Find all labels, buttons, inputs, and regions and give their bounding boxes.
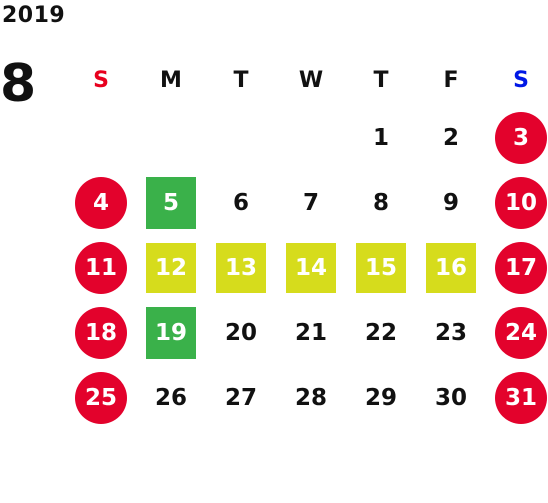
day-number[interactable]: 30 [434,384,467,411]
day-cell: 25 [66,365,136,430]
day-cell: 3 [486,105,548,170]
weekday-label-wednesday: W [298,67,324,93]
day-cell [206,105,276,170]
day-cell: 19 [136,300,206,365]
day-number[interactable]: 23 [434,319,467,346]
day-number[interactable]: 9 [442,189,459,216]
day-cell: 5 [136,170,206,235]
calendar-year: 2019 [2,3,66,28]
day-cell: 30 [416,365,486,430]
day-cell: 10 [486,170,548,235]
weekday-label-monday: M [160,67,182,93]
day-number[interactable]: 5 [146,176,196,229]
day-number[interactable]: 13 [216,242,266,293]
weekday-cell-thu: T [346,55,416,105]
day-number[interactable]: 31 [495,371,547,424]
day-number[interactable]: 6 [232,189,249,216]
day-number[interactable]: 16 [426,242,476,293]
day-cell: 8 [346,170,416,235]
day-cell: 2 [416,105,486,170]
day-cell [276,105,346,170]
day-cell: 7 [276,170,346,235]
day-number[interactable]: 27 [224,384,257,411]
day-cell: 26 [136,365,206,430]
day-cell: 28 [276,365,346,430]
day-cell: 9 [416,170,486,235]
day-number[interactable]: 24 [495,306,547,359]
day-number[interactable]: 14 [286,242,336,293]
day-cell: 15 [346,235,416,300]
day-cell: 27 [206,365,276,430]
day-cell [66,105,136,170]
day-number[interactable]: 11 [75,241,127,294]
day-cell: 29 [346,365,416,430]
day-number[interactable]: 17 [495,241,547,294]
weekday-label-friday: F [443,67,459,93]
day-number[interactable]: 2 [442,124,459,151]
weekday-cell-sun: S [66,55,136,105]
week-row: 18 19 20 21 22 23 24 [66,300,548,365]
day-number[interactable]: 8 [372,189,389,216]
day-number[interactable]: 15 [356,242,406,293]
day-number[interactable]: 1 [372,124,389,151]
day-number[interactable]: 12 [146,242,196,293]
day-cell: 11 [66,235,136,300]
day-number[interactable]: 7 [302,189,319,216]
weekday-label-tuesday: T [233,67,249,93]
day-number[interactable]: 26 [154,384,187,411]
day-cell [136,105,206,170]
week-row: 25 26 27 28 29 30 31 [66,365,548,430]
weekday-label-saturday: S [513,67,529,93]
day-number[interactable]: 28 [294,384,327,411]
week-row: 1 2 3 [66,105,548,170]
day-number[interactable]: 19 [146,306,196,359]
day-cell: 14 [276,235,346,300]
day-cell: 23 [416,300,486,365]
day-number[interactable]: 29 [364,384,397,411]
day-number[interactable]: 10 [495,176,547,229]
weekday-cell-fri: F [416,55,486,105]
day-cell: 12 [136,235,206,300]
day-cell: 1 [346,105,416,170]
day-cell: 13 [206,235,276,300]
day-cell: 16 [416,235,486,300]
day-number[interactable]: 20 [224,319,257,346]
weekday-cell-mon: M [136,55,206,105]
day-number[interactable]: 22 [364,319,397,346]
weekday-cell-tue: T [206,55,276,105]
day-cell: 24 [486,300,548,365]
week-row: 11 12 13 14 15 16 17 [66,235,548,300]
day-number[interactable]: 18 [75,306,127,359]
day-cell: 18 [66,300,136,365]
weekday-header-row: S M T W T F S [66,55,548,105]
day-number[interactable]: 25 [75,371,127,424]
day-cell: 31 [486,365,548,430]
day-cell: 4 [66,170,136,235]
weekday-cell-sat: S [486,55,548,105]
weekday-cell-wed: W [276,55,346,105]
day-cell: 17 [486,235,548,300]
day-number[interactable]: 4 [75,176,127,229]
weekday-label-sunday: S [93,67,109,93]
day-cell: 22 [346,300,416,365]
day-number[interactable]: 3 [495,111,547,164]
weekday-label-thursday: T [373,67,389,93]
calendar-month: 8 [0,54,37,114]
day-cell: 21 [276,300,346,365]
day-cell: 20 [206,300,276,365]
day-number[interactable]: 21 [294,319,327,346]
day-cell: 6 [206,170,276,235]
